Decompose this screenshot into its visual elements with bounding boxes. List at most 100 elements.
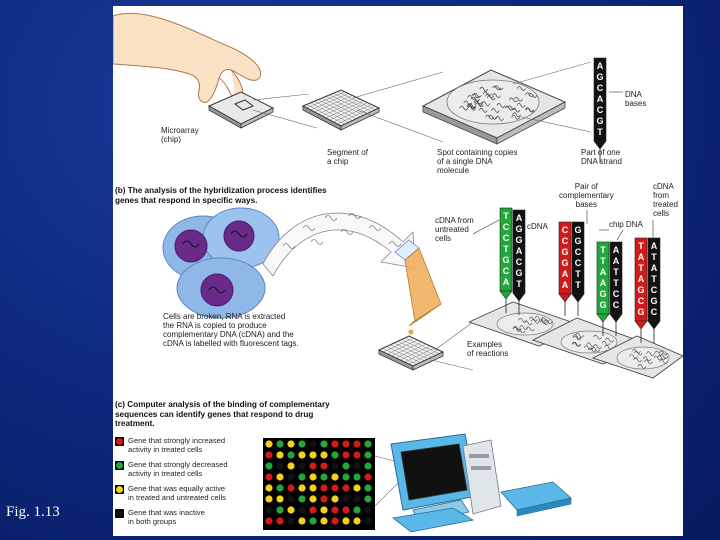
dna-base-letter: A bbox=[600, 267, 607, 277]
dna-squiggle bbox=[525, 92, 534, 98]
heatmap-spot bbox=[331, 451, 339, 459]
dna-squiggle bbox=[516, 328, 526, 334]
dna-base-letter: T bbox=[651, 252, 657, 262]
heatmap-spot bbox=[331, 506, 339, 514]
dna-base-letter: T bbox=[575, 280, 581, 290]
dna-squiggle bbox=[509, 97, 518, 103]
dna-squiggle bbox=[467, 95, 476, 100]
dna-base-letter: G bbox=[599, 289, 606, 299]
dna-base-letter: T bbox=[613, 278, 619, 288]
dna-base-letter: G bbox=[650, 296, 657, 306]
dna-spot-plate bbox=[421, 69, 567, 145]
dna-squiggle bbox=[479, 86, 489, 92]
dna-squiggle bbox=[572, 342, 581, 347]
dna-base-letter: C bbox=[503, 266, 510, 276]
heatmap-spot bbox=[276, 484, 284, 492]
heatmap-spot bbox=[320, 440, 328, 448]
heatmap-spot bbox=[320, 484, 328, 492]
dna-squiggle bbox=[593, 344, 602, 350]
dna-base-letter: C bbox=[575, 258, 582, 268]
strand-chip-3-tip bbox=[647, 320, 661, 330]
dna-squiggle bbox=[604, 344, 613, 350]
pipette bbox=[394, 239, 442, 335]
dna-base-letter: A bbox=[613, 245, 620, 255]
heatmap-spot bbox=[353, 440, 361, 448]
dna-base-letter: C bbox=[562, 225, 569, 235]
dna-base-letter: G bbox=[561, 247, 568, 257]
dna-squiggle bbox=[514, 96, 523, 102]
chip-segment-grid bbox=[301, 89, 381, 131]
dna-squiggle bbox=[654, 350, 664, 356]
dna-base-letter: T bbox=[638, 241, 644, 251]
heatmap-spot bbox=[309, 495, 317, 503]
legend-item: Gene that strongly increased activity in… bbox=[115, 436, 255, 458]
dna-squiggle bbox=[659, 350, 668, 356]
examples-label: Examples of reactions bbox=[467, 340, 509, 358]
chip-dna-label: chip DNA bbox=[609, 220, 643, 229]
dna-base-letter: G bbox=[596, 116, 603, 126]
cdna-strands: TCCTGCAAGGACGTCCGGAAGGCCTTTTAAGGAATTCCTA… bbox=[499, 207, 661, 343]
dna-base-letter: G bbox=[515, 235, 522, 245]
legend-item: Gene that strongly decreased activity in… bbox=[115, 460, 255, 482]
heatmap-spot bbox=[276, 451, 284, 459]
dna-base-letter: A bbox=[516, 246, 523, 256]
legend-swatch bbox=[115, 509, 124, 518]
heatmap-spot bbox=[276, 462, 284, 470]
dna-base-letter: G bbox=[574, 236, 581, 246]
dna-squiggle bbox=[644, 359, 653, 365]
cells-description: Cells are broken, RNA is extracted the R… bbox=[163, 312, 299, 348]
heatmap-spot bbox=[331, 440, 339, 448]
dna-squiggle bbox=[463, 100, 473, 106]
heatmap-spot bbox=[298, 495, 306, 503]
dna-squiggle bbox=[471, 93, 481, 99]
segment-label: Segment of a chip bbox=[327, 148, 368, 166]
dna-squiggle bbox=[481, 101, 491, 106]
heatmap-spot bbox=[287, 517, 295, 525]
dna-squiggle bbox=[524, 107, 534, 113]
dna-base-letter: G bbox=[502, 255, 509, 265]
panel-c-heading: (c) Computer analysis of the binding of … bbox=[115, 400, 330, 428]
dna-base-letter: A bbox=[613, 256, 620, 266]
dna-base-letter: G bbox=[637, 285, 644, 295]
heatmap-spot bbox=[342, 495, 350, 503]
heatmap-spot bbox=[353, 506, 361, 514]
heatmap-spot bbox=[298, 517, 306, 525]
heatmap-spot bbox=[342, 517, 350, 525]
heatmap-spot bbox=[331, 517, 339, 525]
heatmap-spot bbox=[276, 473, 284, 481]
dna-squiggle bbox=[474, 101, 483, 106]
dna-base-letter: A bbox=[600, 278, 607, 288]
dna-squiggle bbox=[539, 320, 549, 325]
dna-bases-label: DNA bases bbox=[625, 90, 647, 108]
heatmap-spot bbox=[287, 451, 295, 459]
dna-squiggle bbox=[482, 91, 492, 97]
dna-squiggle bbox=[507, 105, 516, 111]
legend-swatch bbox=[115, 437, 124, 446]
legend-text: Gene that strongly increased activity in… bbox=[128, 436, 226, 454]
dna-squiggle bbox=[534, 315, 544, 321]
dna-squiggle bbox=[495, 116, 504, 121]
heatmap-spot bbox=[309, 506, 317, 514]
dna-squiggle bbox=[491, 108, 500, 113]
strand-untreated-1-tip bbox=[499, 290, 513, 300]
dna-squiggle bbox=[637, 364, 647, 369]
dna-squiggle bbox=[572, 335, 582, 341]
heatmap-spot bbox=[265, 484, 273, 492]
cdna-label: cDNA bbox=[527, 222, 548, 231]
heatmap-spot bbox=[309, 484, 317, 492]
dna-squiggle bbox=[653, 355, 663, 361]
dna-squiggle bbox=[575, 332, 584, 338]
heatmap-spot bbox=[320, 462, 328, 470]
dna-strand-a-body-tip bbox=[593, 140, 607, 150]
heatmap-spot bbox=[265, 462, 273, 470]
dna-base-letter: G bbox=[596, 72, 603, 82]
dna-squiggle bbox=[468, 103, 477, 108]
legend-swatch bbox=[115, 485, 124, 494]
dna-base-letter: T bbox=[503, 211, 509, 221]
dna-squiggle bbox=[519, 325, 528, 330]
strand-untreated-2-tip bbox=[512, 292, 526, 302]
cdna-untreated-label: cDNA from untreated cells bbox=[435, 216, 474, 243]
heatmap-spot bbox=[309, 462, 317, 470]
